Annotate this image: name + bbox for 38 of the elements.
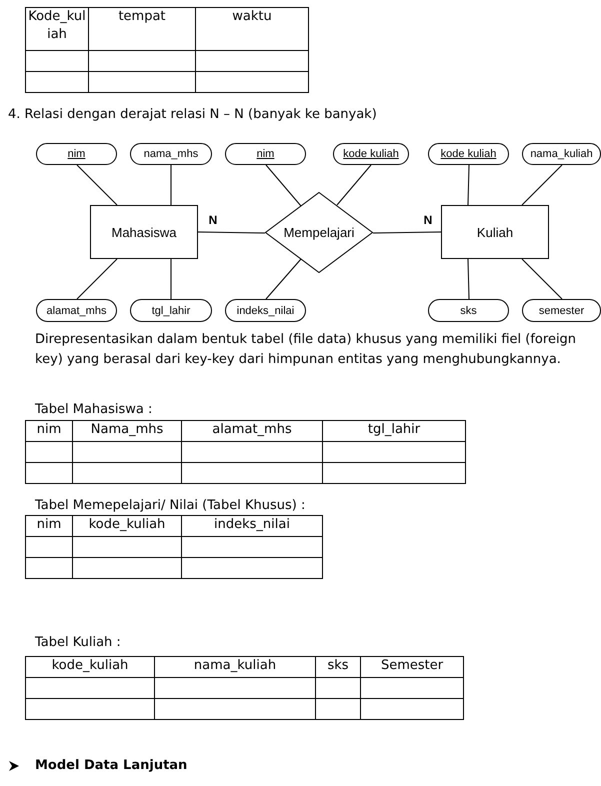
header-cell: alamat_mhs <box>182 420 322 442</box>
connector-line <box>266 164 302 206</box>
header-cell: Nama_mhs <box>72 420 182 442</box>
header-cell: indeks_nilai <box>182 516 322 536</box>
connector-line <box>76 258 118 300</box>
header-cell: Kode_kuliah <box>26 8 88 50</box>
table-caption: Tabel Mahasiswa : <box>35 401 152 419</box>
connector-line <box>336 164 372 206</box>
connector-line <box>266 258 302 300</box>
connector-line <box>468 258 470 300</box>
numbered-heading: 4. Relasi dengan derajat relasi N – N (banyak ke banyak) <box>8 106 378 124</box>
header-cell: waktu <box>196 8 308 50</box>
section-heading: Model Data Lanjutan <box>35 757 188 775</box>
relationship-diamond: Mempelajari <box>265 192 373 273</box>
header-cell: tgl_lahir <box>322 420 466 442</box>
connector-line <box>522 164 562 206</box>
header-cell: sks <box>316 656 360 678</box>
connector-line <box>468 164 470 206</box>
connector-line <box>372 232 442 234</box>
entity-box: Kuliah <box>441 205 549 259</box>
cardinality-label: N <box>424 213 432 227</box>
table-caption: Tabel Kuliah : <box>35 634 121 652</box>
table-caption: Tabel Memepelajari/ Nilai (Tabel Khusus) : <box>35 497 306 515</box>
header-cell: tempat <box>88 8 196 50</box>
paragraph: Direpresentasikan dalam bentuk tabel (file data) khusus yang memiliki fiel (foreign key) yang berasal dari key-key dari himpunan entitas yang menghubungkannya. <box>35 331 578 369</box>
header-cell: nama_kuliah <box>154 656 316 678</box>
connector-line <box>522 258 562 300</box>
connector-line <box>76 164 118 206</box>
header-cell: kode_kuliah <box>72 516 182 536</box>
connector-line <box>198 232 266 234</box>
cardinality-label: N <box>208 213 218 227</box>
connector-line <box>170 164 172 206</box>
header-cell: kode_kuliah <box>26 656 154 678</box>
header-cell: Semester <box>360 656 464 678</box>
header-cell: nim <box>26 516 72 536</box>
connector-line <box>170 258 172 300</box>
entity-box: Mahasiswa <box>90 205 198 259</box>
header-cell: nim <box>26 420 72 442</box>
